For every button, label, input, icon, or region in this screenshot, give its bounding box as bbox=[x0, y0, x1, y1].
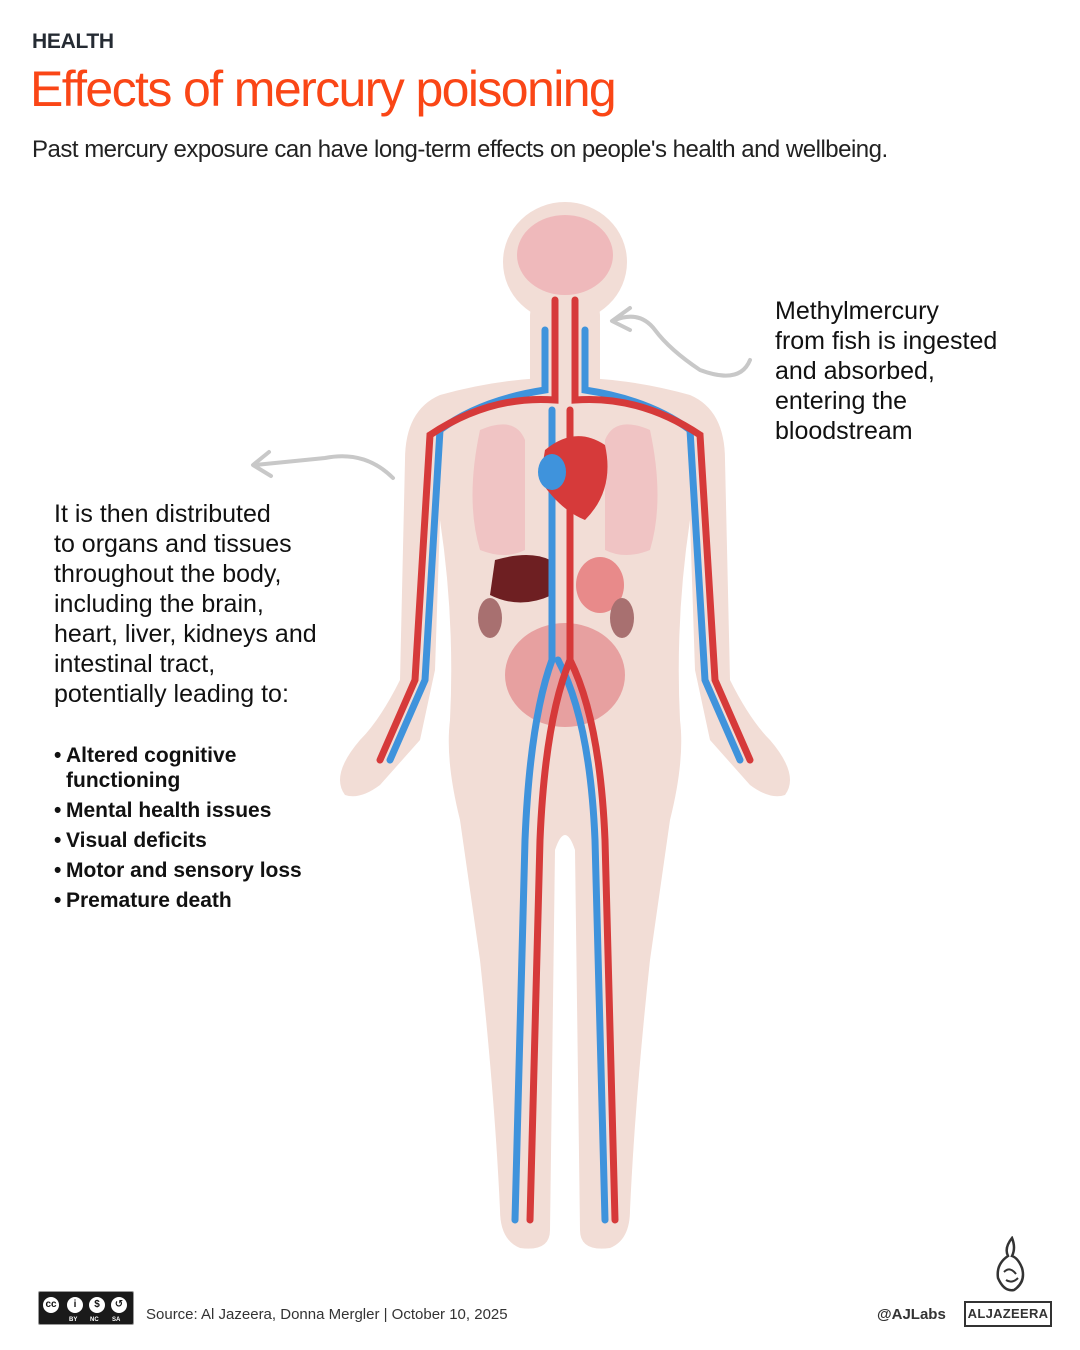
aljazeera-calligraphy-logo-icon bbox=[996, 1236, 1025, 1292]
by-label: BY bbox=[69, 1317, 78, 1323]
ajlabs-handle: @AJLabs bbox=[877, 1306, 946, 1323]
annotation-line: intestinal tract, bbox=[54, 650, 216, 678]
source-credit: Source: Al Jazeera, Donna Mergler | Octo… bbox=[146, 1306, 508, 1323]
annotation-line: Methylmercury bbox=[775, 297, 939, 325]
creative-commons-license-icon: cc i $ ↺ BY NC SA bbox=[38, 1291, 134, 1325]
lungs bbox=[472, 424, 658, 555]
kidneys bbox=[478, 598, 634, 638]
annotation-line: throughout the body, bbox=[54, 560, 282, 588]
nc-icon: $ bbox=[87, 1295, 107, 1315]
page-title: Effects of mercury poisoning bbox=[30, 61, 617, 117]
section-kicker: HEALTH bbox=[32, 30, 114, 53]
annotation-line: entering the bbox=[775, 387, 908, 415]
by-icon: i bbox=[65, 1295, 85, 1315]
effect-item: Visual deficits bbox=[54, 828, 354, 853]
arrow-to-left-text-icon bbox=[251, 450, 395, 480]
nc-label: NC bbox=[90, 1317, 99, 1323]
cc-icon: cc bbox=[41, 1295, 61, 1315]
annotation-line: from fish is ingested bbox=[775, 327, 998, 355]
effects-list: Altered cognitive functioning Mental hea… bbox=[54, 743, 354, 918]
annotation-line: potentially leading to: bbox=[54, 680, 289, 708]
annotation-line: It is then distributed bbox=[54, 500, 271, 528]
annotation-line: and absorbed, bbox=[775, 357, 935, 385]
annotation-line: bloodstream bbox=[775, 417, 913, 445]
heart bbox=[538, 436, 608, 520]
sa-icon: ↺ bbox=[109, 1295, 129, 1315]
page-subtitle: Past mercury exposure can have long-term… bbox=[32, 136, 888, 163]
effect-item: Premature death bbox=[54, 888, 354, 913]
sa-label: SA bbox=[112, 1317, 121, 1323]
stomach bbox=[576, 557, 624, 613]
arrow-to-neck-icon bbox=[610, 306, 752, 378]
circulatory-system-illustration bbox=[340, 202, 790, 1249]
distribution-annotation: It is then distributed to organs and tis… bbox=[54, 499, 354, 709]
ingestion-annotation: Methylmercury from fish is ingested and … bbox=[775, 296, 1055, 446]
brain bbox=[517, 215, 613, 295]
effect-item: Altered cognitive functioning bbox=[54, 743, 266, 793]
annotation-line: heart, liver, kidneys and bbox=[54, 620, 317, 648]
annotation-line: including the brain, bbox=[54, 590, 264, 618]
annotation-line: to organs and tissues bbox=[54, 530, 292, 558]
arteries bbox=[376, 296, 754, 1224]
liver bbox=[490, 555, 552, 603]
aljazeera-wordmark: ALJAZEERA bbox=[964, 1301, 1052, 1327]
effect-item: Motor and sensory loss bbox=[54, 858, 354, 883]
effect-item: Mental health issues bbox=[54, 798, 354, 823]
